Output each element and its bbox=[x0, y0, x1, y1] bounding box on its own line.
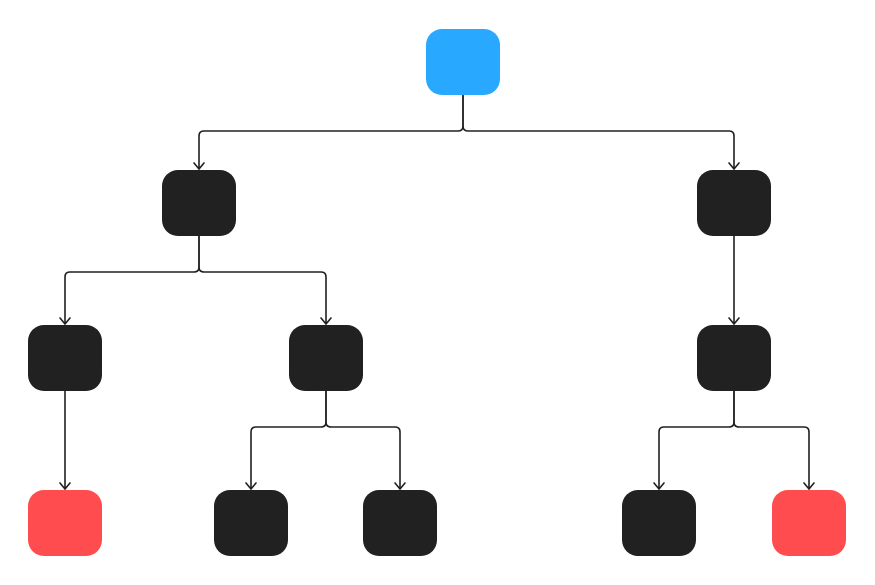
tree-node-l2-left-right bbox=[289, 325, 363, 391]
tree-node-l3-d bbox=[622, 490, 696, 556]
edge-l1-left-to-l2-left-left bbox=[64, 235, 200, 325]
arrow-head-l1-right bbox=[728, 162, 740, 170]
arrow-head-l2-left-right bbox=[320, 317, 332, 325]
edge-root-to-l1-left bbox=[198, 94, 464, 170]
arrow-head-l3-d bbox=[653, 482, 665, 490]
arrow-head-l3-e bbox=[803, 482, 815, 490]
tree-node-l3-a bbox=[28, 490, 102, 556]
edge-l2-left-right-to-l3-b bbox=[250, 390, 327, 490]
tree-node-l2-left-left bbox=[28, 325, 102, 391]
tree-node-l3-b bbox=[214, 490, 288, 556]
arrow-head-l3-c bbox=[394, 482, 406, 490]
arrow-head-l3-a bbox=[59, 482, 71, 490]
edge-root-to-l1-right bbox=[462, 94, 735, 170]
arrow-head-l1-left bbox=[193, 162, 205, 170]
arrow-head-l2-left-left bbox=[59, 317, 71, 325]
edge-l2-left-right-to-l3-c bbox=[325, 390, 401, 490]
edge-l2-right-to-l3-d bbox=[658, 390, 735, 490]
edge-l1-left-to-l2-left-right bbox=[198, 235, 327, 325]
tree-node-root bbox=[426, 29, 500, 95]
tree-node-l2-right bbox=[697, 325, 771, 391]
tree-node-l1-left bbox=[162, 170, 236, 236]
tree-node-l3-e bbox=[772, 490, 846, 556]
arrow-head-l3-b bbox=[245, 482, 257, 490]
arrow-head-l2-right bbox=[728, 317, 740, 325]
tree-node-l1-right bbox=[697, 170, 771, 236]
tree-node-l3-c bbox=[363, 490, 437, 556]
edge-l2-right-to-l3-e bbox=[733, 390, 810, 490]
